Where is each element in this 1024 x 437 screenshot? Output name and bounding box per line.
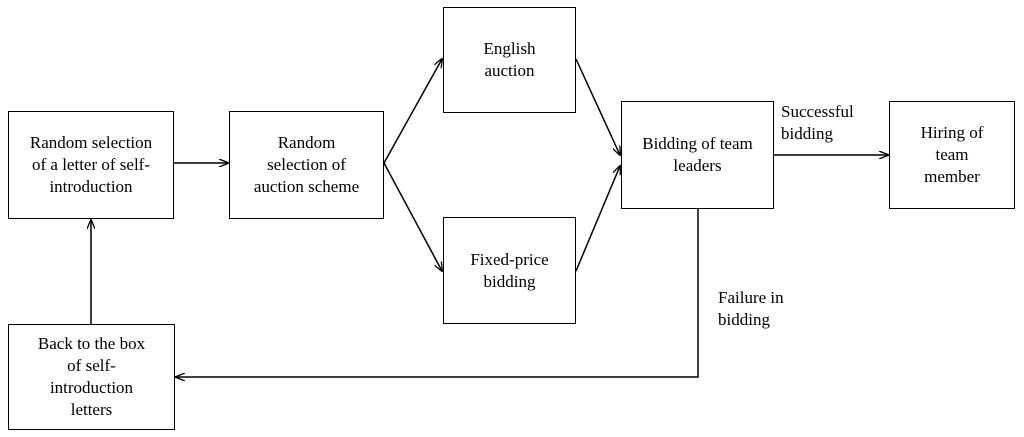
node-hiring: Hiring of team member — [889, 101, 1015, 209]
edge-leaders-to-back-box — [176, 209, 699, 377]
node-english-auction: English auction — [443, 7, 576, 113]
edge-english-to-leaders — [575, 58, 620, 155]
edge-scheme-to-fixed — [383, 162, 442, 271]
node-random-scheme: Random selection of auction scheme — [229, 111, 384, 219]
node-team-leaders: Bidding of team leaders — [621, 101, 774, 209]
node-back-to-box: Back to the box of self- introduction le… — [8, 324, 175, 430]
node-random-letter: Random selection of a letter of self- in… — [8, 111, 174, 219]
label-successful-bidding: Successful bidding — [781, 102, 854, 143]
edge-fixed-to-leaders — [575, 166, 620, 272]
edge-scheme-to-english — [383, 59, 442, 164]
label-failure-in-bidding: Failure in bidding — [718, 288, 784, 329]
node-fixed-price: Fixed-price bidding — [443, 217, 576, 324]
